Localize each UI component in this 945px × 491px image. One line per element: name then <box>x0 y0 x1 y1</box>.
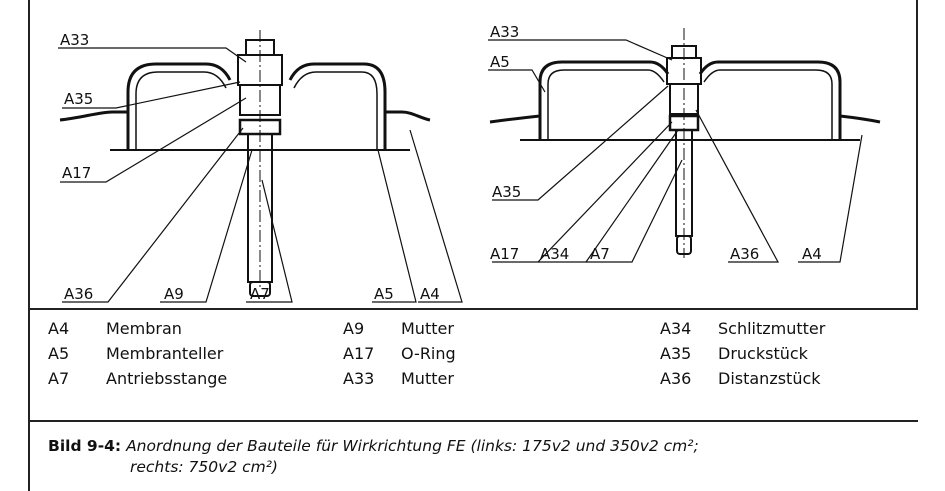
caption-line-2: rechts: 750v2 cm²) <box>130 458 278 476</box>
caption-line-1: Anordnung der Bauteile für Wirkrichtung … <box>126 437 699 455</box>
right-callout-a5: A5 <box>490 53 510 71</box>
right-leaders <box>488 39 863 263</box>
left-callout-a36: A36 <box>64 285 93 303</box>
right-callout-a33: A33 <box>490 23 519 41</box>
right-callout-a17: A17 <box>490 245 519 263</box>
right-callout-a34: A34 <box>540 245 569 263</box>
right-callout-a4: A4 <box>802 245 822 263</box>
left-callout-a5: A5 <box>374 285 394 303</box>
left-callout-a7: A7 <box>250 285 270 303</box>
figure-frame <box>28 0 918 491</box>
figure-caption: Bild 9-4: Anordnung der Bauteile für Wir… <box>48 436 888 478</box>
right-assembly <box>489 28 881 258</box>
left-callout-a33: A33 <box>60 31 89 49</box>
left-callout-a9: A9 <box>164 285 184 303</box>
left-assembly <box>59 30 431 297</box>
right-callout-a35: A35 <box>492 183 521 201</box>
right-callout-labels: A33 A5 A35 A17 A34 A7 A36 A4 <box>490 23 822 263</box>
right-callout-a36: A36 <box>730 245 759 263</box>
caption-label: Bild 9-4: <box>48 437 122 455</box>
left-callout-labels: A33 A35 A17 A36 A9 A7 A5 A4 <box>60 31 440 303</box>
assembly-drawing: A33 A35 A17 A36 A9 A7 A5 A4 A33 A5 A35 A… <box>58 23 881 303</box>
left-callout-a4: A4 <box>420 285 440 303</box>
left-leaders <box>58 47 463 303</box>
right-callout-a7: A7 <box>590 245 610 263</box>
left-callout-a35: A35 <box>64 90 93 108</box>
left-callout-a17: A17 <box>62 164 91 182</box>
